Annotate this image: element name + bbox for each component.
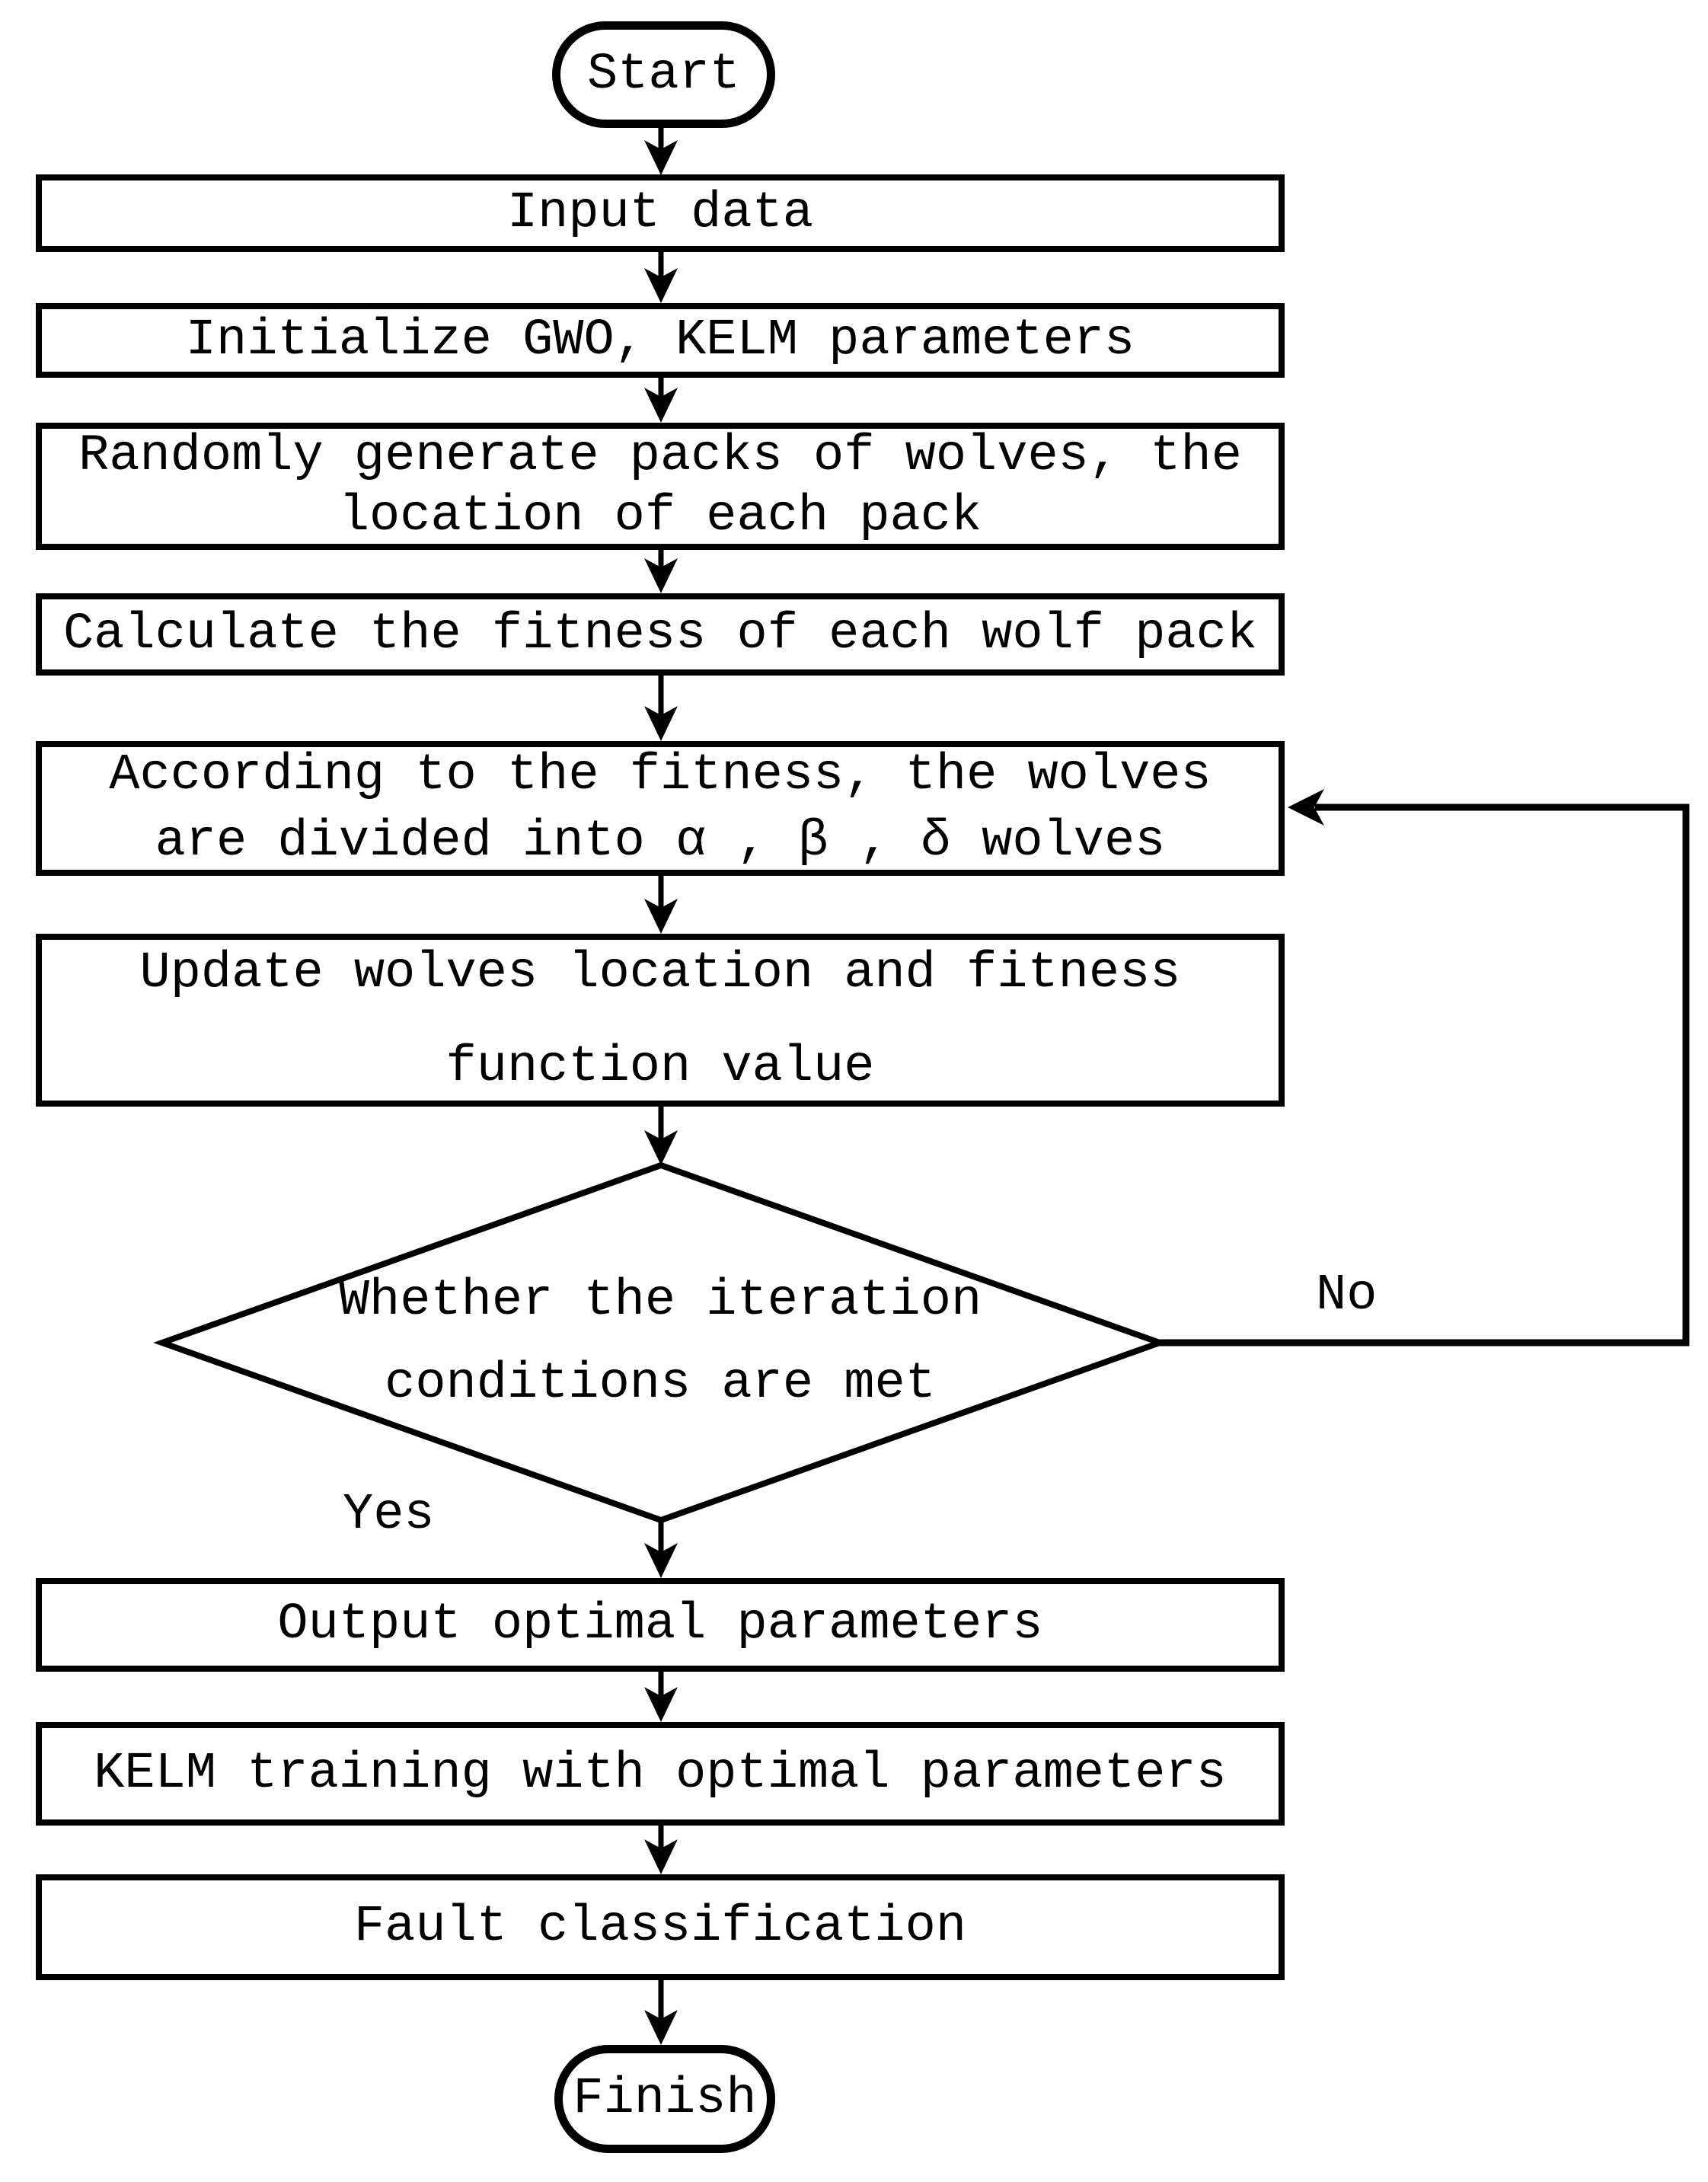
arrow-down-icon bbox=[644, 1543, 678, 1578]
arrow-down-icon bbox=[644, 1839, 678, 1874]
arrow-start-to-input bbox=[644, 128, 678, 175]
node-update-wolves-line2: function value bbox=[445, 1037, 875, 1096]
arrow-calculate-to-divide bbox=[644, 676, 678, 741]
arrow-down-icon bbox=[644, 899, 678, 934]
arrow-down-icon bbox=[644, 268, 678, 303]
arrow-down-icon bbox=[644, 1130, 678, 1165]
node-input-data: Input data bbox=[36, 174, 1285, 252]
arrow-left-icon bbox=[1288, 789, 1324, 826]
arrow-down-icon bbox=[644, 388, 678, 423]
node-fault-classification-label: Fault classification bbox=[353, 1898, 967, 1957]
node-finish: Finish bbox=[554, 2045, 775, 2153]
node-kelm-training-label: KELM training with optimal parameters bbox=[94, 1744, 1227, 1803]
node-calculate-fitness: Calculate the fitness of each wolf pack bbox=[36, 593, 1285, 676]
no-loop-arrow bbox=[1158, 789, 1690, 1347]
arrow-divide-to-update bbox=[644, 876, 678, 934]
node-update-wolves: Update wolves location and fitness funct… bbox=[36, 934, 1285, 1107]
arrow-generate-to-calculate bbox=[644, 550, 678, 593]
decision-iteration-conditions: Whether the iteration conditions are met bbox=[241, 1258, 1079, 1427]
node-divide-wolves-line2: are divided into α , β , δ wolves bbox=[155, 812, 1166, 871]
node-start-label: Start bbox=[586, 46, 741, 104]
node-start: Start bbox=[552, 21, 775, 128]
node-initialize-parameters-label: Initialize GWO, KELM parameters bbox=[185, 311, 1135, 369]
arrow-initialize-to-generate bbox=[644, 378, 678, 423]
arrow-output-to-kelm bbox=[644, 1672, 678, 1722]
edge-label-no: No bbox=[1316, 1267, 1378, 1324]
node-generate-wolf-packs-line2: location of each pack bbox=[338, 487, 982, 545]
arrow-down-icon bbox=[644, 140, 678, 175]
arrow-down-icon bbox=[644, 706, 678, 741]
decision-line1: Whether the iteration bbox=[338, 1272, 982, 1330]
node-calculate-fitness-label: Calculate the fitness of each wolf pack bbox=[62, 605, 1258, 663]
arrow-update-to-decision bbox=[644, 1107, 678, 1165]
arrow-down-icon bbox=[644, 1687, 678, 1722]
node-divide-wolves: According to the fitness, the wolves are… bbox=[36, 741, 1285, 876]
arrow-kelm-to-fault bbox=[644, 1826, 678, 1874]
decision-line2: conditions are met bbox=[385, 1355, 936, 1413]
arrow-down-icon bbox=[644, 2010, 678, 2045]
node-fault-classification: Fault classification bbox=[36, 1874, 1285, 1980]
node-input-data-label: Input data bbox=[506, 184, 814, 242]
node-output-parameters-label: Output optimal parameters bbox=[277, 1596, 1043, 1654]
node-generate-wolf-packs: Randomly generate packs of wolves, the l… bbox=[36, 423, 1285, 550]
node-divide-wolves-line1: According to the fitness, the wolves bbox=[109, 746, 1212, 805]
node-initialize-parameters: Initialize GWO, KELM parameters bbox=[36, 303, 1285, 378]
node-output-parameters: Output optimal parameters bbox=[36, 1578, 1285, 1672]
arrow-down-icon bbox=[644, 558, 678, 593]
arrow-fault-to-finish bbox=[644, 1980, 678, 2045]
arrow-input-to-initialize bbox=[644, 252, 678, 303]
edge-label-yes: Yes bbox=[343, 1486, 435, 1544]
node-kelm-training: KELM training with optimal parameters bbox=[36, 1722, 1285, 1826]
arrow-decision-to-output bbox=[644, 1520, 678, 1578]
node-finish-label: Finish bbox=[573, 2070, 757, 2128]
node-generate-wolf-packs-line1: Randomly generate packs of wolves, the bbox=[78, 427, 1242, 486]
node-update-wolves-line1: Update wolves location and fitness bbox=[139, 944, 1181, 1003]
